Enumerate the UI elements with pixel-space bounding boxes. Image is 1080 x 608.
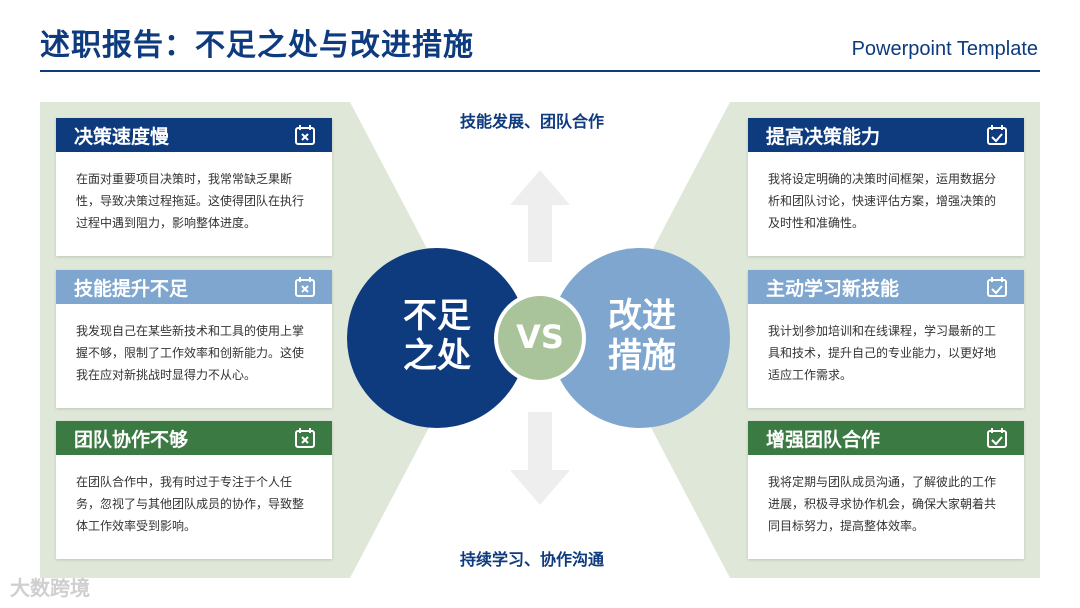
right-card-1-title: 提高决策能力 (766, 125, 881, 148)
down-arrow-icon (510, 412, 570, 505)
left-card-3-header: 团队协作不够 (56, 421, 332, 455)
calendar-check-icon (987, 428, 1007, 448)
left-circle-line-2: 之处 (403, 336, 471, 376)
right-card-2-text: 我计划参加培训和在线课程，学习最新的工具和技术，提升自己的专业能力，以更好地适应… (768, 324, 997, 382)
top-label: 技能发展、团队合作 (460, 112, 605, 131)
calendar-x-icon (295, 125, 315, 145)
right-circle-label: 改进 措施 (582, 296, 702, 376)
left-card-1: 决策速度慢 在面对重要项目决策时，我常常缺乏果断性，导致决策过程拖延。这使得团队… (56, 118, 332, 256)
vs-circle (494, 292, 586, 384)
left-circle-label: 不足 之处 (377, 296, 497, 376)
right-card-1: 提高决策能力 我将设定明确的决策时间框架，运用数据分析和团队讨论，快速评估方案，… (748, 118, 1024, 256)
header-divider (40, 70, 1040, 72)
bottom-label: 持续学习、协作沟通 (460, 550, 605, 569)
left-card-3-text: 在团队合作中，我有时过于专注于个人任务，忽视了与其他团队成员的协作，导致整体工作… (76, 475, 305, 533)
right-circle-line-1: 改进 (608, 296, 676, 336)
right-card-1-header: 提高决策能力 (748, 118, 1024, 152)
calendar-check-icon (987, 277, 1007, 297)
calendar-check-icon (987, 125, 1007, 145)
right-card-2-header: 主动学习新技能 (748, 270, 1024, 304)
left-card-3-title: 团队协作不够 (74, 428, 189, 451)
right-circle (550, 248, 730, 428)
right-card-2: 主动学习新技能 我计划参加培训和在线课程，学习最新的工具和技术，提升自己的专业能… (748, 270, 1024, 408)
left-card-1-header: 决策速度慢 (56, 118, 332, 152)
page-title: 述职报告：不足之处与改进措施 (40, 28, 474, 63)
left-card-2-title: 技能提升不足 (74, 277, 189, 300)
vs-label: VS (516, 318, 564, 356)
left-card-3: 团队协作不够 在团队合作中，我有时过于专注于个人任务，忽视了与其他团队成员的协作… (56, 421, 332, 559)
right-card-1-text: 我将设定明确的决策时间框架，运用数据分析和团队讨论，快速评估方案，增强决策的及时… (768, 172, 997, 230)
right-card-3: 增强团队合作 我将定期与团队成员沟通，了解彼此的工作进展，积极寻求协作机会，确保… (748, 421, 1024, 559)
left-card-2-text: 我发现自己在某些新技术和工具的使用上掌握不够，限制了工作效率和创新能力。这使我在… (76, 324, 305, 382)
right-card-2-title: 主动学习新技能 (766, 277, 900, 300)
template-label: Powerpoint Template (851, 38, 1038, 60)
right-circle-line-2: 措施 (608, 336, 676, 376)
left-circle-line-1: 不足 (403, 296, 471, 336)
left-card-2: 技能提升不足 我发现自己在某些新技术和工具的使用上掌握不够，限制了工作效率和创新… (56, 270, 332, 408)
left-card-1-title: 决策速度慢 (74, 125, 170, 148)
right-card-3-text: 我将定期与团队成员沟通，了解彼此的工作进展，积极寻求协作机会，确保大家朝着共同目… (768, 475, 997, 533)
right-card-3-header: 增强团队合作 (748, 421, 1024, 455)
calendar-x-icon (295, 428, 315, 448)
left-card-1-text: 在面对重要项目决策时，我常常缺乏果断性，导致决策过程拖延。这使得团队在执行过程中… (76, 172, 305, 230)
watermark: 大数跨境 (10, 576, 90, 600)
up-arrow-icon (510, 170, 570, 262)
right-card-3-title: 增强团队合作 (766, 428, 881, 451)
left-circle (347, 248, 527, 428)
left-card-2-header: 技能提升不足 (56, 270, 332, 304)
calendar-x-icon (295, 277, 315, 297)
